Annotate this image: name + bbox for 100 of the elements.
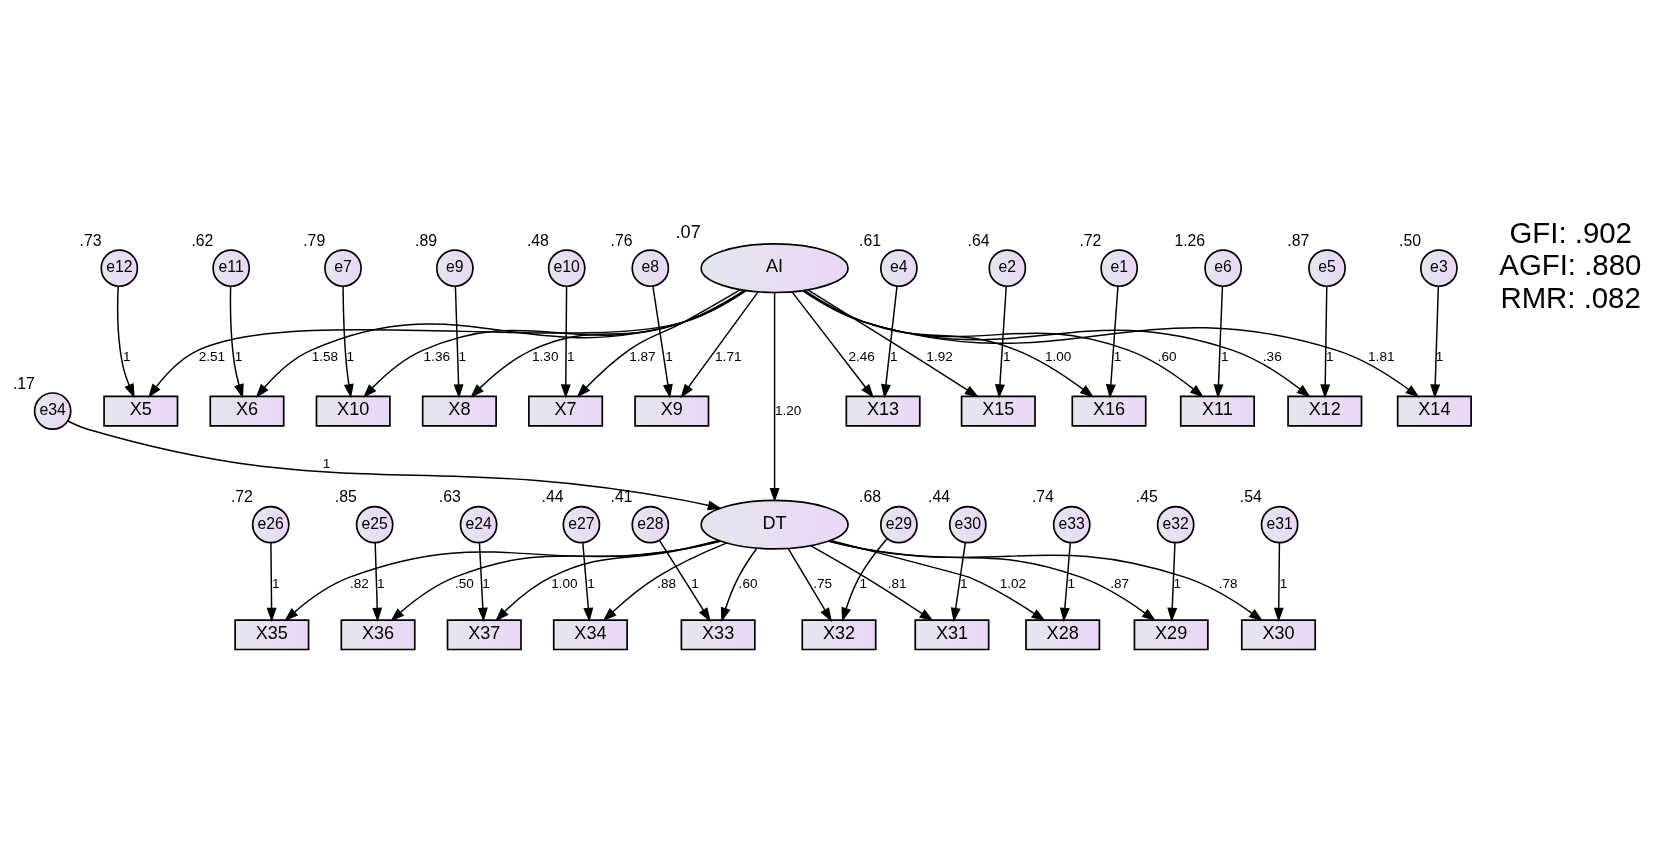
- node-box: X31: [914, 619, 990, 651]
- edge-label: 1.00: [551, 576, 578, 592]
- node-box: X5: [103, 395, 179, 427]
- edge-label: 1.71: [715, 348, 742, 364]
- edge-label: 1: [346, 348, 355, 364]
- edge-label: 1.87: [629, 348, 656, 364]
- node-box: X7: [528, 395, 604, 427]
- node-circle: e8: [631, 249, 670, 288]
- arrow: [602, 542, 728, 622]
- node-box: X16: [1071, 395, 1147, 427]
- arrow: [829, 539, 1046, 622]
- arrow: [560, 285, 571, 399]
- arrow: [807, 289, 979, 398]
- edge-label: 1: [1113, 348, 1122, 364]
- edge-label: 1: [234, 348, 243, 364]
- label: AGFI: .880: [1499, 248, 1642, 282]
- edge-label: .60: [1157, 348, 1177, 364]
- node-circle: e34: [33, 392, 72, 431]
- node-circle: e11: [212, 249, 251, 288]
- node-label: .61: [859, 231, 882, 249]
- node-box: X28: [1025, 619, 1101, 651]
- arrow: [284, 540, 722, 622]
- arrow: [229, 285, 244, 399]
- node-label: .72: [1079, 231, 1102, 249]
- node-label: .64: [967, 231, 990, 249]
- edge-label: .88: [657, 576, 677, 592]
- arrow: [116, 285, 135, 399]
- edge-label: .87: [1110, 576, 1130, 592]
- node-label: .76: [610, 231, 633, 249]
- node-box: X13: [845, 395, 921, 427]
- arrow: [266, 542, 277, 623]
- node-circle: e30: [948, 505, 987, 544]
- node-label: .54: [1239, 488, 1262, 506]
- node-circle: e27: [562, 505, 601, 544]
- arrow: [372, 542, 383, 623]
- edge-label: 1: [1221, 348, 1229, 364]
- arrow: [576, 289, 742, 398]
- edge-label: 1.92: [926, 348, 953, 364]
- node-circle: e6: [1204, 249, 1243, 288]
- arrow: [841, 537, 888, 622]
- node-circle: e31: [1260, 505, 1299, 544]
- node-label: .07: [675, 222, 701, 243]
- edge-label: .78: [1218, 576, 1238, 592]
- arrow: [582, 542, 594, 622]
- node-circle: e33: [1052, 505, 1091, 544]
- node-box: X34: [552, 619, 628, 651]
- edge-label: .36: [1262, 348, 1282, 364]
- node-label: .50: [1399, 231, 1422, 249]
- node-box: X15: [960, 395, 1036, 427]
- node-box: X35: [234, 619, 310, 651]
- edge-label: 1: [272, 576, 280, 592]
- edge-label: 1: [1002, 348, 1011, 364]
- node-label: 1.26: [1174, 231, 1206, 249]
- arrow: [802, 290, 1420, 398]
- edge-label: .82: [349, 576, 369, 592]
- arrow: [680, 291, 759, 399]
- node-label: .85: [334, 488, 357, 506]
- node-label: .41: [610, 488, 633, 506]
- edge-label: 1: [960, 576, 968, 592]
- node-box: X32: [801, 619, 877, 651]
- edge-label: 1: [691, 576, 699, 592]
- arrow: [470, 289, 745, 398]
- node-circle: e29: [879, 505, 918, 544]
- node-circle: e3: [1420, 249, 1458, 288]
- node-circle: e12: [100, 249, 139, 288]
- node-label: .62: [191, 231, 214, 249]
- node-box: X9: [634, 395, 710, 427]
- node-box: X14: [1396, 395, 1472, 427]
- node-circle: e26: [251, 505, 290, 544]
- node-box: X33: [680, 619, 756, 651]
- arrow: [827, 540, 1264, 622]
- node-box: X12: [1287, 395, 1363, 427]
- node-box: X29: [1133, 619, 1209, 651]
- node-box: X36: [340, 619, 416, 651]
- node-circle: e9: [435, 249, 474, 288]
- edge-label: 1.00: [1044, 348, 1072, 364]
- node-circle: e24: [459, 505, 498, 544]
- edge-label: 1: [1279, 576, 1288, 592]
- arrow: [810, 545, 934, 622]
- edge-label: 1: [458, 348, 466, 364]
- node-circle: e1: [1100, 249, 1139, 288]
- edge-label: 1: [665, 348, 673, 364]
- edge-label: 1: [890, 348, 898, 364]
- edge-label: 1: [587, 576, 595, 592]
- arrow: [803, 289, 1095, 398]
- arrow: [1273, 542, 1284, 623]
- node-box: X30: [1240, 619, 1317, 651]
- arrow: [1059, 542, 1071, 622]
- edge-label: 1.02: [999, 576, 1027, 592]
- arrow: [1430, 285, 1441, 399]
- node-circle: e25: [355, 505, 394, 544]
- arrow: [390, 540, 721, 622]
- edge-label: 1.30: [532, 348, 559, 364]
- edge-label: .50: [455, 576, 474, 592]
- node-label: .44: [928, 488, 950, 506]
- node-circle: e2: [988, 249, 1027, 288]
- arrow: [652, 285, 673, 399]
- node-label: .44: [541, 488, 564, 506]
- edge-label: 1: [859, 576, 868, 592]
- node-circle: e4: [879, 249, 918, 288]
